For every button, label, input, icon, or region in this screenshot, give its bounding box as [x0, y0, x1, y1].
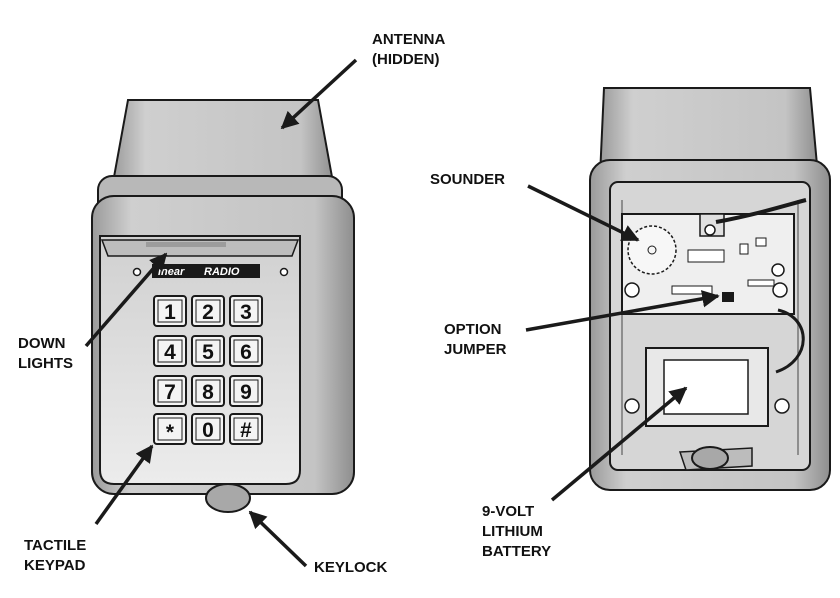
- key-7[interactable]: 7: [153, 375, 187, 407]
- keylock-arrow: [248, 510, 308, 568]
- key-9-label: 9: [240, 381, 252, 404]
- option-jumper: [722, 292, 734, 302]
- key-3-label: 3: [240, 301, 252, 324]
- sounder-label: SOUNDER: [430, 171, 506, 188]
- option-jumper-arrow: [525, 290, 720, 332]
- rear-keylock: [691, 446, 729, 470]
- cavity-screw-lr: [774, 398, 790, 414]
- keylock-label: KEYLOCK: [314, 559, 388, 576]
- antenna-cover: [110, 99, 336, 189]
- face-screw-right: [279, 267, 289, 277]
- keylock-cylinder: [205, 483, 251, 513]
- key-5[interactable]: 5: [191, 335, 225, 367]
- battery: [663, 359, 749, 415]
- key-0[interactable]: 0: [191, 413, 225, 445]
- battery-wire: [775, 308, 805, 374]
- down-lights-label: DOWN LIGHTS: [18, 335, 73, 372]
- brand-name-part2: RADIO: [204, 266, 240, 278]
- option-jumper-label: OPTION JUMPER: [444, 321, 507, 358]
- antenna-wire: [715, 198, 807, 224]
- board-parts-c: [747, 279, 775, 287]
- tactile-keypad-keys: 1 2 3 4 5 6 7 8 9 * 0 #: [153, 295, 263, 445]
- sounder: [627, 225, 677, 275]
- brand-name-part1: inear: [158, 266, 185, 278]
- key-2-label: 2: [202, 301, 214, 324]
- board-parts-a: [739, 243, 749, 255]
- front-keypad-unit: inear RADIO 1 2 3 4 5 6 7 8 9 * 0 #: [91, 99, 355, 513]
- callout-arrows: [84, 58, 720, 568]
- down-lights-lens: [146, 242, 226, 247]
- key-8-label: 8: [202, 381, 214, 404]
- antenna-label: ANTENNA (HIDDEN): [372, 31, 446, 68]
- key-hash[interactable]: #: [229, 413, 263, 445]
- key-4[interactable]: 4: [153, 335, 187, 367]
- sounder-arrow: [527, 184, 640, 242]
- antenna-arrow: [280, 58, 358, 130]
- key-hash-label: #: [240, 419, 252, 442]
- board-screw-top: [704, 224, 716, 236]
- key-0-label: 0: [202, 419, 214, 442]
- tactile-keypad-label: TACTILE KEYPAD: [24, 537, 87, 574]
- battery-label: 9-VOLT LITHIUM BATTERY: [482, 503, 552, 560]
- board-chip: [687, 249, 725, 263]
- cavity-screw-ul: [624, 282, 640, 298]
- key-1[interactable]: 1: [153, 295, 187, 327]
- cavity-screw-ur: [772, 282, 788, 298]
- cavity-screw-ll: [624, 398, 640, 414]
- key-5-label: 5: [202, 341, 214, 364]
- key-2[interactable]: 2: [191, 295, 225, 327]
- sounder-center: [647, 245, 657, 255]
- key-3[interactable]: 3: [229, 295, 263, 327]
- key-star[interactable]: *: [153, 413, 187, 445]
- tactile-keypad-arrow: [94, 444, 154, 526]
- board-header: [671, 285, 713, 295]
- down-lights-arrow: [84, 252, 168, 348]
- key-6[interactable]: 6: [229, 335, 263, 367]
- key-7-label: 7: [164, 381, 176, 404]
- board-parts-b: [755, 237, 767, 247]
- key-4-label: 4: [164, 341, 176, 364]
- brand-badge: [152, 264, 260, 278]
- open-keypad-unit: [589, 87, 831, 491]
- key-star-label: *: [166, 421, 175, 444]
- key-9[interactable]: 9: [229, 375, 263, 407]
- board-capacitor: [771, 263, 785, 277]
- key-6-label: 6: [240, 341, 252, 364]
- face-screw-left: [132, 267, 142, 277]
- battery-arrow: [550, 386, 688, 502]
- key-1-label: 1: [164, 301, 176, 324]
- key-8[interactable]: 8: [191, 375, 225, 407]
